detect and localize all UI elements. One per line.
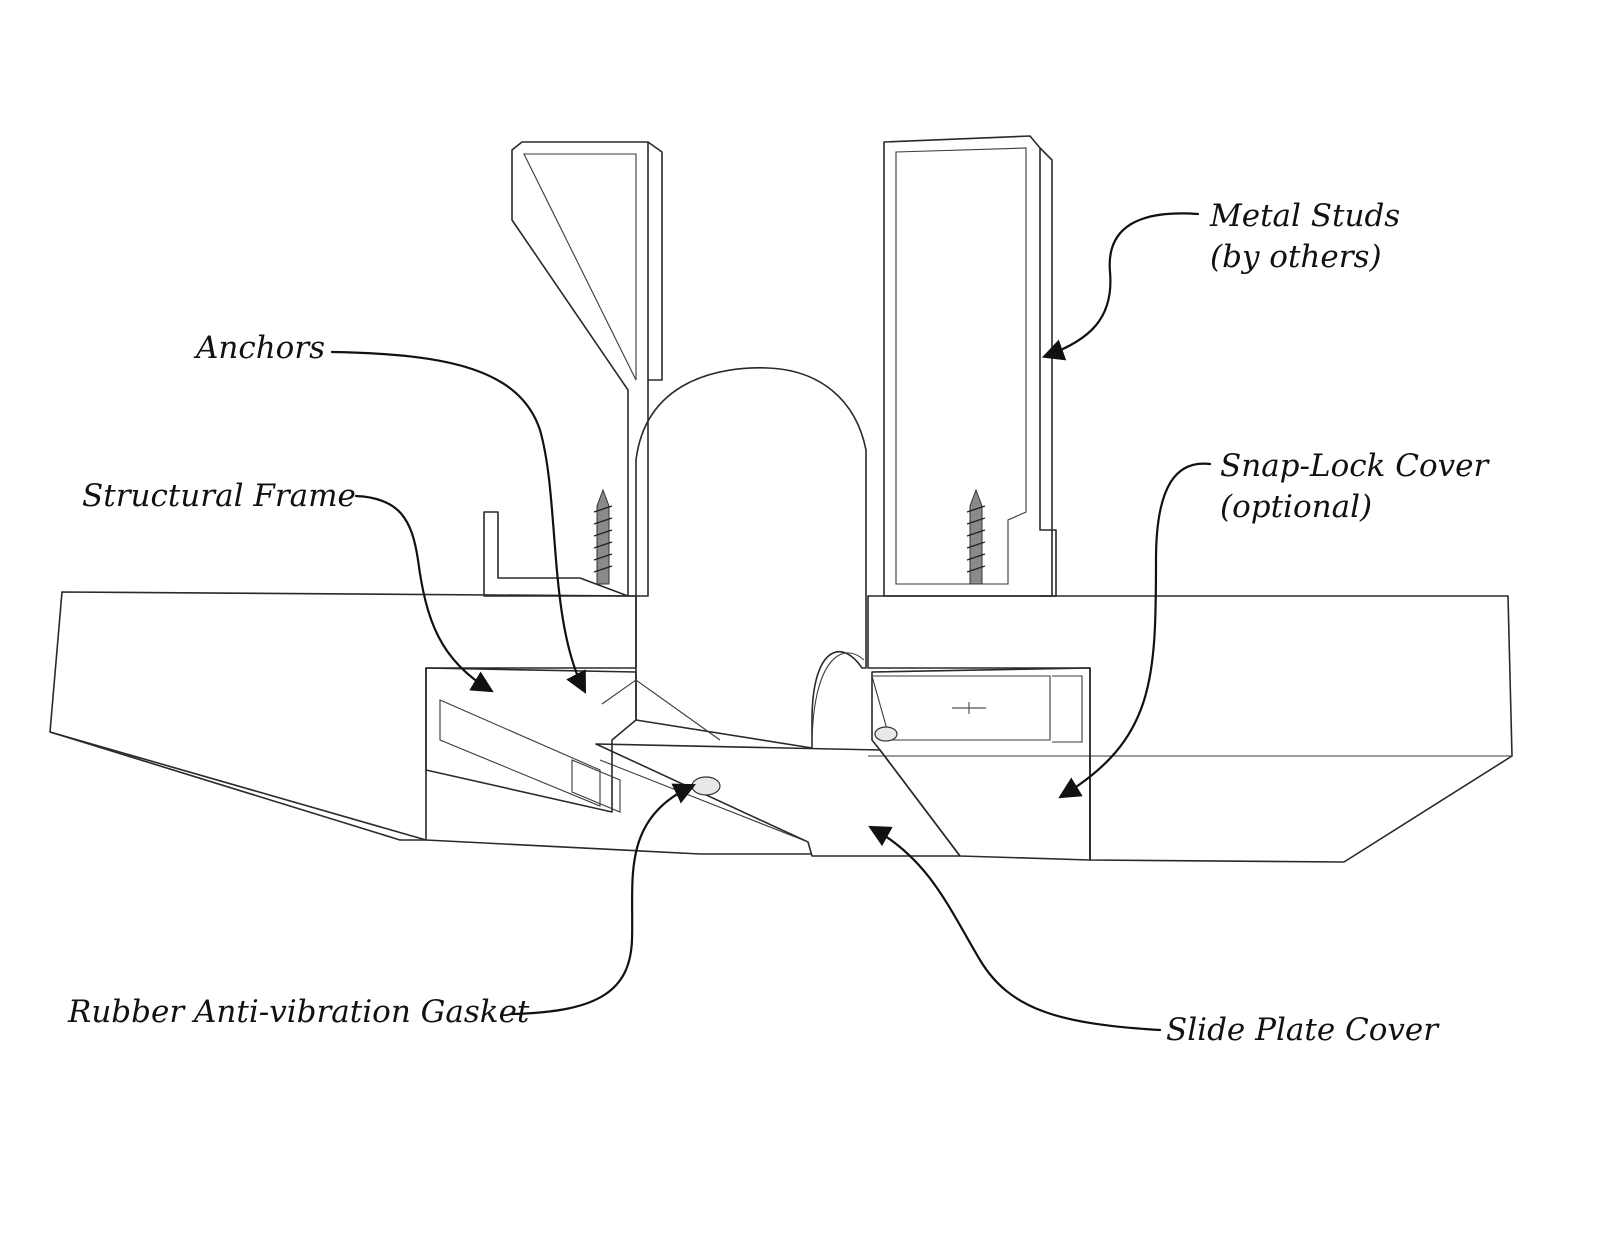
label-metal-studs: Metal Studs (by others) <box>1210 196 1400 278</box>
screw-right-icon <box>966 488 986 585</box>
leader-structural-frame <box>354 494 494 693</box>
label-metal-studs-line2: (by others) <box>1210 239 1382 275</box>
label-snap-lock-cover: Snap-Lock Cover (optional) <box>1220 446 1488 528</box>
leader-snap-lock-cover <box>1058 462 1212 799</box>
label-metal-studs-line1: Metal Studs <box>1210 198 1401 234</box>
label-snap-lock-cover-line2: (optional) <box>1220 489 1373 525</box>
snap-lock-cover <box>871 667 1091 861</box>
label-structural-frame: Structural Frame <box>82 476 356 517</box>
leader-rubber-gasket <box>510 783 696 1016</box>
metal-stud-left <box>483 141 663 597</box>
slide-plate-cover <box>595 743 961 857</box>
leader-anchors <box>330 350 587 694</box>
label-slide-plate-cover: Slide Plate Cover <box>1166 1010 1438 1051</box>
leader-lines <box>330 212 1212 1032</box>
label-structural-frame-line1: Structural Frame <box>82 478 356 514</box>
flexible-seal <box>635 367 867 749</box>
screw-left-icon <box>593 488 613 585</box>
leader-slide-plate-cover <box>868 825 1162 1032</box>
label-rubber-gasket: Rubber Anti-vibration Gasket <box>68 992 529 1033</box>
leader-metal-studs <box>1041 212 1200 361</box>
label-rubber-gasket-line1: Rubber Anti-vibration Gasket <box>68 994 530 1030</box>
structural-frame-left <box>425 667 721 813</box>
rubber-gasket-icon <box>691 726 898 796</box>
label-anchors: Anchors <box>196 328 325 369</box>
label-slide-plate-cover-line1: Slide Plate Cover <box>1166 1012 1439 1048</box>
wall-slab-left <box>49 591 812 855</box>
label-snap-lock-cover-line1: Snap-Lock Cover <box>1220 448 1489 484</box>
wall-slab-right <box>867 595 1513 863</box>
label-anchors-line1: Anchors <box>196 330 326 366</box>
